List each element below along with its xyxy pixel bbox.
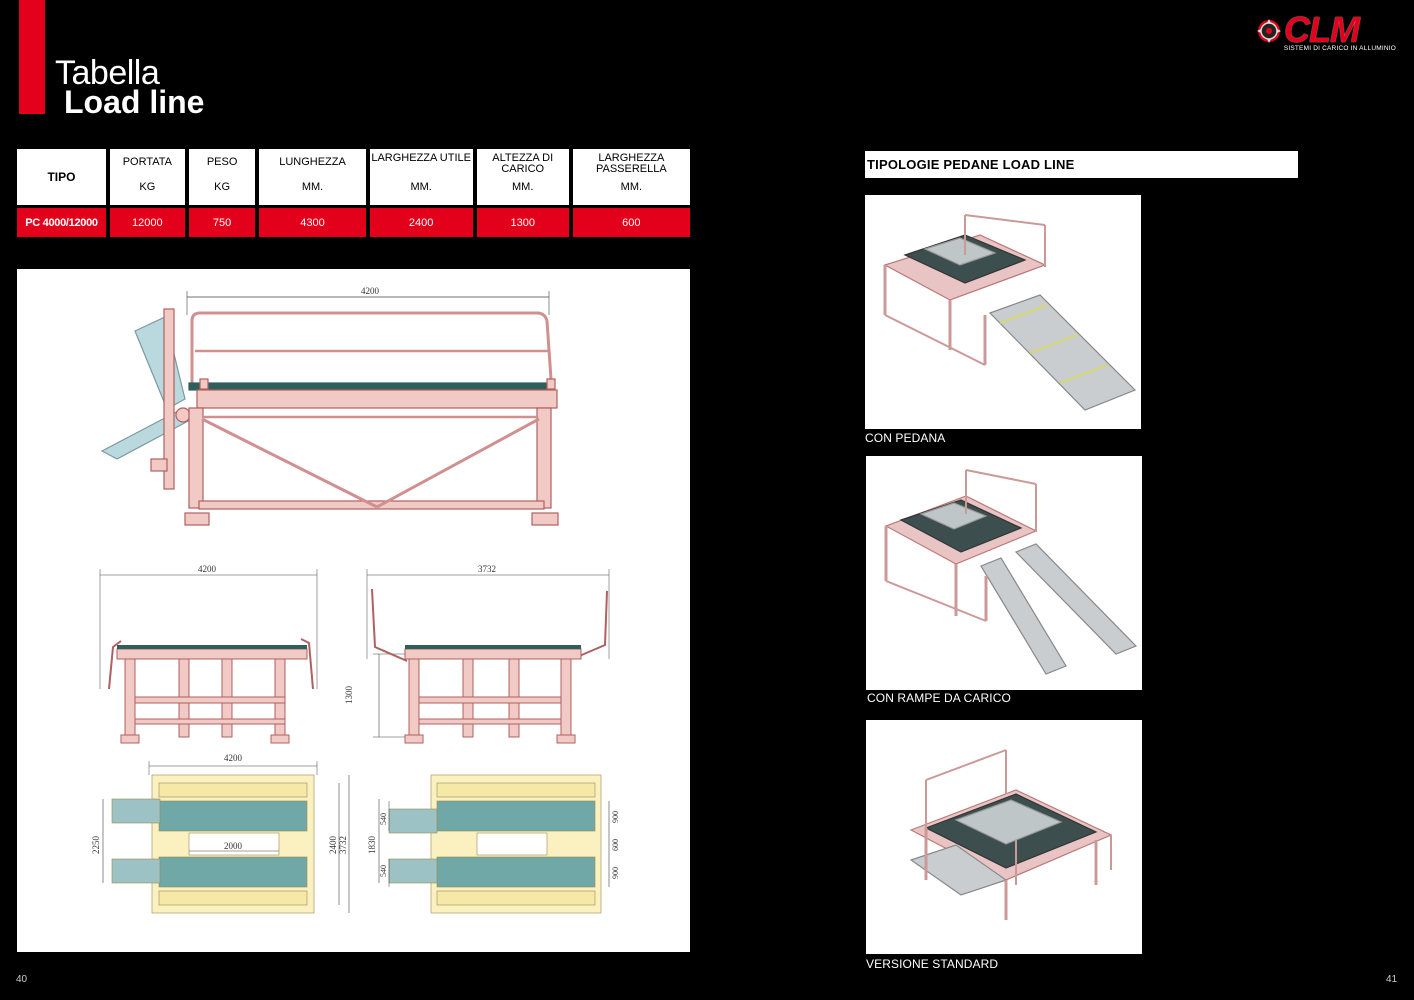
col-header: PESO KG bbox=[188, 149, 256, 205]
spec-table: TIPO PORTATA KG PESO KG LUNGHEZZA MM. LARGH… bbox=[13, 149, 694, 237]
type-image-con-pedana bbox=[865, 195, 1141, 429]
value-cell: 2400 bbox=[369, 208, 473, 237]
dim-plan-total: 2250 bbox=[91, 836, 101, 855]
page-number-left: 40 bbox=[16, 974, 28, 985]
col-header: ALTEZZA DI CARICO MM. bbox=[476, 149, 569, 205]
tipo-header: TIPO bbox=[17, 149, 106, 205]
plan-view-2-drawing bbox=[378, 774, 610, 914]
col-name: LARGHEZZA PASSERELLA bbox=[595, 152, 667, 175]
gear-logo-icon bbox=[1257, 19, 1281, 43]
col-header: PORTATA KG bbox=[109, 149, 185, 205]
dim-front-width: 4200 bbox=[198, 564, 217, 574]
dim-plan2-900a: 900 bbox=[611, 811, 620, 823]
value-cell: 1300 bbox=[476, 208, 569, 237]
dim-plan2-600: 600 bbox=[611, 839, 620, 851]
front-elevation-drawing bbox=[99, 569, 318, 744]
type-caption: VERSIONE STANDARD bbox=[866, 957, 999, 971]
page-title-bold: Load line bbox=[64, 84, 205, 120]
dim-plan-2400: 2400 bbox=[328, 836, 338, 855]
type-caption: CON RAMPE DA CARICO bbox=[867, 691, 1011, 705]
logo-brand: CLM bbox=[1284, 9, 1360, 50]
col-unit: KG bbox=[214, 181, 231, 193]
dim-plan2-1830: 1830 bbox=[367, 836, 377, 855]
type-caption: CON PEDANA bbox=[865, 431, 946, 445]
type-image-versione-standard bbox=[866, 720, 1142, 954]
value-cell: 750 bbox=[188, 208, 256, 237]
col-name: PORTATA bbox=[122, 156, 172, 168]
col-name: LARGHEZZA UTILE bbox=[371, 152, 471, 164]
model-code: PC 4000/12000 bbox=[17, 208, 106, 237]
dim-plan2-540a: 540 bbox=[379, 813, 388, 825]
value-cell: 600 bbox=[572, 208, 690, 237]
type-image-con-rampe bbox=[866, 456, 1142, 690]
col-unit: MM. bbox=[512, 181, 534, 193]
dim-plan2-540b: 540 bbox=[379, 865, 388, 877]
dim-plan-3732: 3732 bbox=[338, 836, 348, 854]
page-number-right: 41 bbox=[1386, 974, 1398, 985]
logo-tagline: SISTEMI DI CARICO IN ALLUMINIO bbox=[1283, 45, 1396, 52]
title-accent-bar bbox=[19, 0, 45, 114]
col-header: LARGHEZZA PASSERELLA MM. bbox=[572, 149, 690, 205]
value-cell: 12000 bbox=[109, 208, 185, 237]
col-name: PESO bbox=[206, 156, 238, 168]
page-title-light: Tabella bbox=[55, 54, 160, 92]
col-header: LUNGHEZZA MM. bbox=[259, 149, 366, 205]
technical-drawing: 4200 4200 bbox=[17, 269, 690, 952]
dim-side-width: 3732 bbox=[478, 564, 496, 574]
dim-plan2-900b: 900 bbox=[611, 867, 620, 879]
col-unit: MM. bbox=[410, 181, 432, 193]
dim-plan-inner: 2000 bbox=[224, 841, 243, 851]
plan-view-1-drawing bbox=[102, 761, 350, 914]
value-cell: 4300 bbox=[259, 208, 366, 237]
clm-logo: CLM SISTEMI DI CARICO IN ALLUMINIO bbox=[1256, 9, 1398, 54]
col-name: ALTEZZA DI CARICO bbox=[492, 152, 554, 175]
col-unit: MM. bbox=[620, 181, 643, 193]
dim-plan-length: 4200 bbox=[224, 753, 243, 763]
dim-top-length: 4200 bbox=[361, 286, 380, 296]
dim-height: 1300 bbox=[344, 686, 354, 705]
types-heading: TIPOLOGIE PEDANE LOAD LINE bbox=[865, 151, 1298, 178]
col-unit: KG bbox=[139, 181, 156, 193]
spec-header-row: TIPO PORTATA KG PESO KG LUNGHEZZA MM. LARGH… bbox=[17, 149, 690, 205]
col-unit: MM. bbox=[301, 181, 324, 193]
col-name: LUNGHEZZA bbox=[279, 156, 346, 168]
end-elevation-drawing bbox=[366, 569, 610, 744]
side-elevation-drawing bbox=[100, 291, 559, 526]
spec-value-row: PC 4000/12000 12000 750 4300 2400 1300 6… bbox=[17, 208, 690, 237]
col-header: LARGHEZZA UTILE MM. bbox=[369, 149, 473, 205]
